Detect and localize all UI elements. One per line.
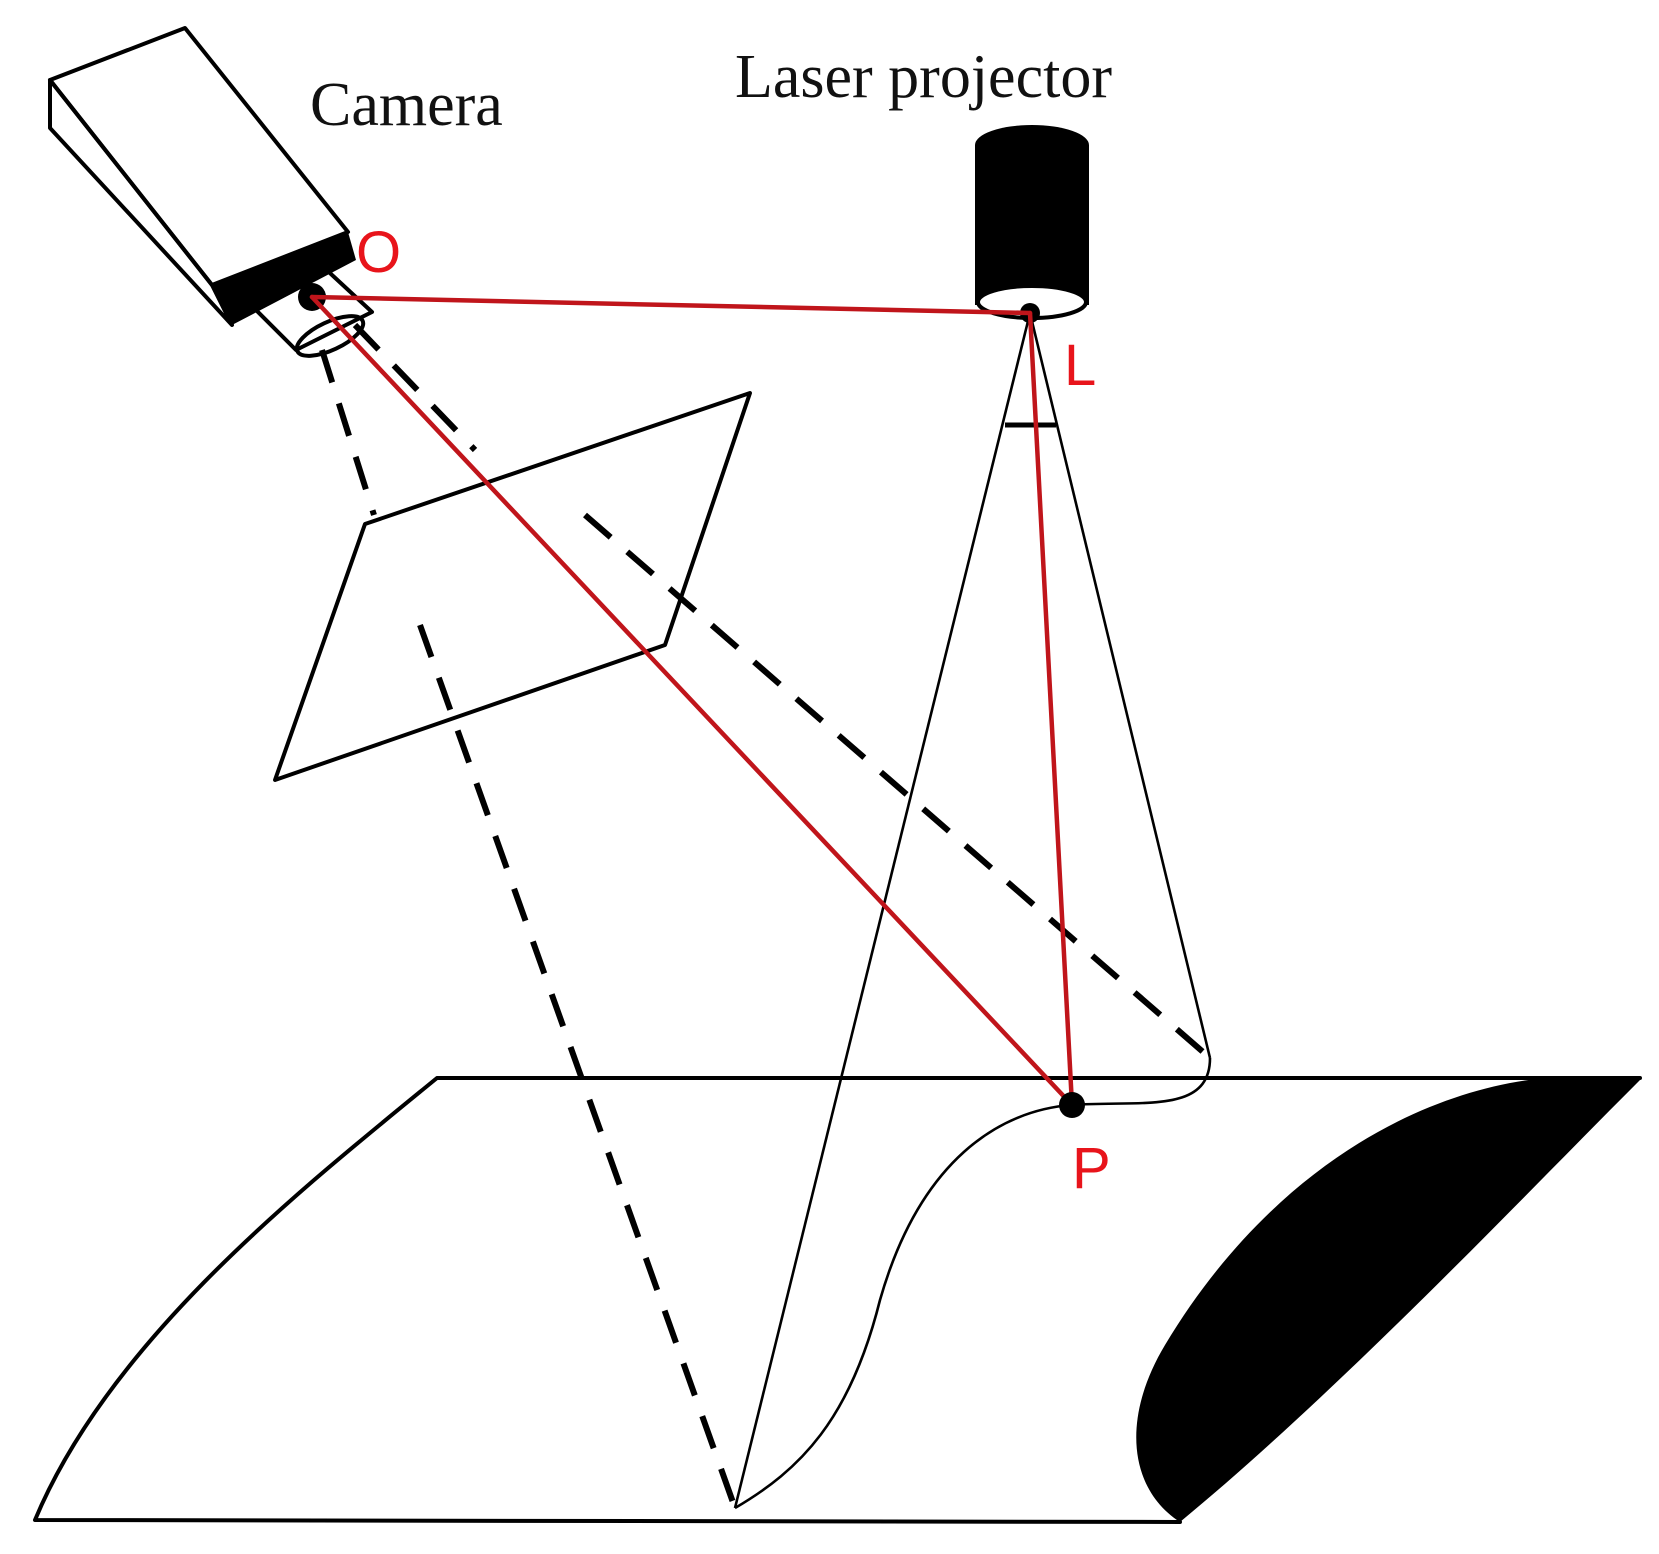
workpiece [33, 1057, 1642, 1524]
laser-stripe [734, 1057, 1212, 1510]
point-l-label: L [1064, 333, 1096, 398]
point-o-label: O [356, 220, 401, 285]
triangulation-rays [309, 294, 1075, 1108]
workpiece-end-face [1136, 1078, 1640, 1522]
camera-label: Camera [310, 71, 503, 139]
laser-projector-icon [975, 125, 1089, 323]
point-p-label: P [1072, 1136, 1111, 1201]
camera-view-cone [319, 322, 1212, 1510]
surface-point-dot [1059, 1092, 1085, 1118]
ray-o-l [309, 294, 1033, 316]
laser-projector-label: Laser projector [735, 43, 1112, 111]
laser-fan [733, 312, 1212, 1509]
image-plane [273, 391, 752, 782]
ray-l-p [1027, 310, 1075, 1108]
ray-o-p [309, 294, 1075, 1108]
